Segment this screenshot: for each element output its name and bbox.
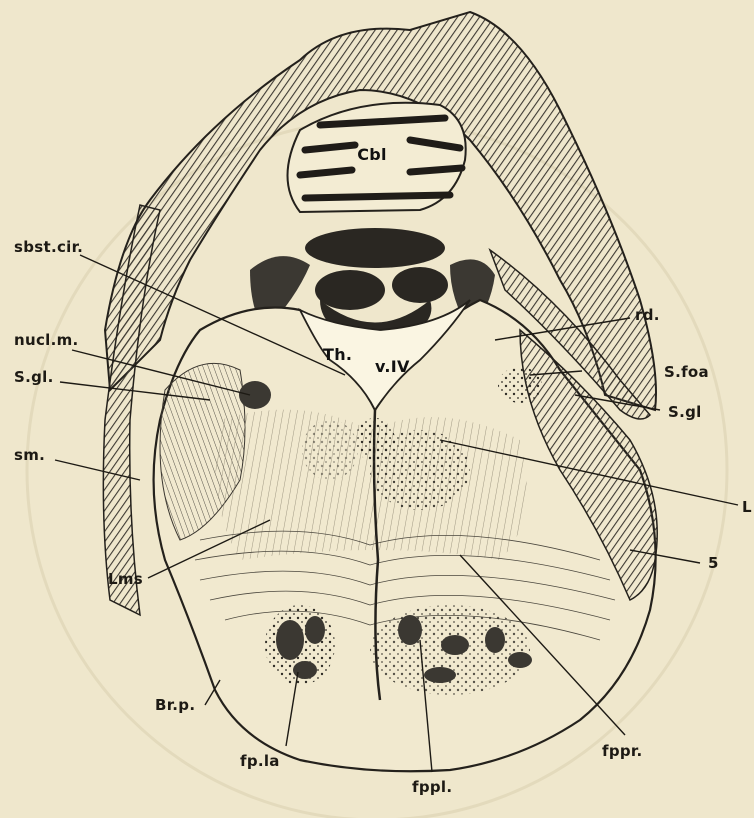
- label-s-gl-left: S.gl.: [14, 368, 54, 386]
- label-fppl: fppl.: [412, 778, 452, 796]
- label-rd: rd.: [635, 306, 660, 324]
- left-dotted-nucleus: [302, 420, 358, 480]
- label-fppr: fppr.: [602, 742, 642, 760]
- label-l: L: [742, 498, 752, 516]
- label-s-foa: S.foa: [664, 363, 709, 381]
- label-sbst-cir: sbst.cir.: [14, 238, 83, 256]
- nucl-m-blob: [239, 381, 271, 409]
- label-th: Th.: [323, 345, 352, 364]
- label-v4: v.IV: [375, 357, 410, 376]
- label-lms: Lms: [108, 570, 143, 588]
- right-glossopharyngeal-cluster: [498, 367, 542, 403]
- label-cbl: Cbl: [357, 145, 387, 164]
- right-dotted-nucleus: [370, 430, 470, 510]
- label-sm: sm.: [14, 446, 45, 464]
- label-5: 5: [708, 554, 719, 572]
- label-s-gl-right: S.gl: [668, 403, 702, 421]
- label-br-p: Br.p.: [155, 696, 195, 714]
- left-pyramidal-fascicle: [265, 605, 335, 685]
- label-fp-la: fp.la: [240, 752, 280, 770]
- label-nucl-m: nucl.m.: [14, 331, 79, 349]
